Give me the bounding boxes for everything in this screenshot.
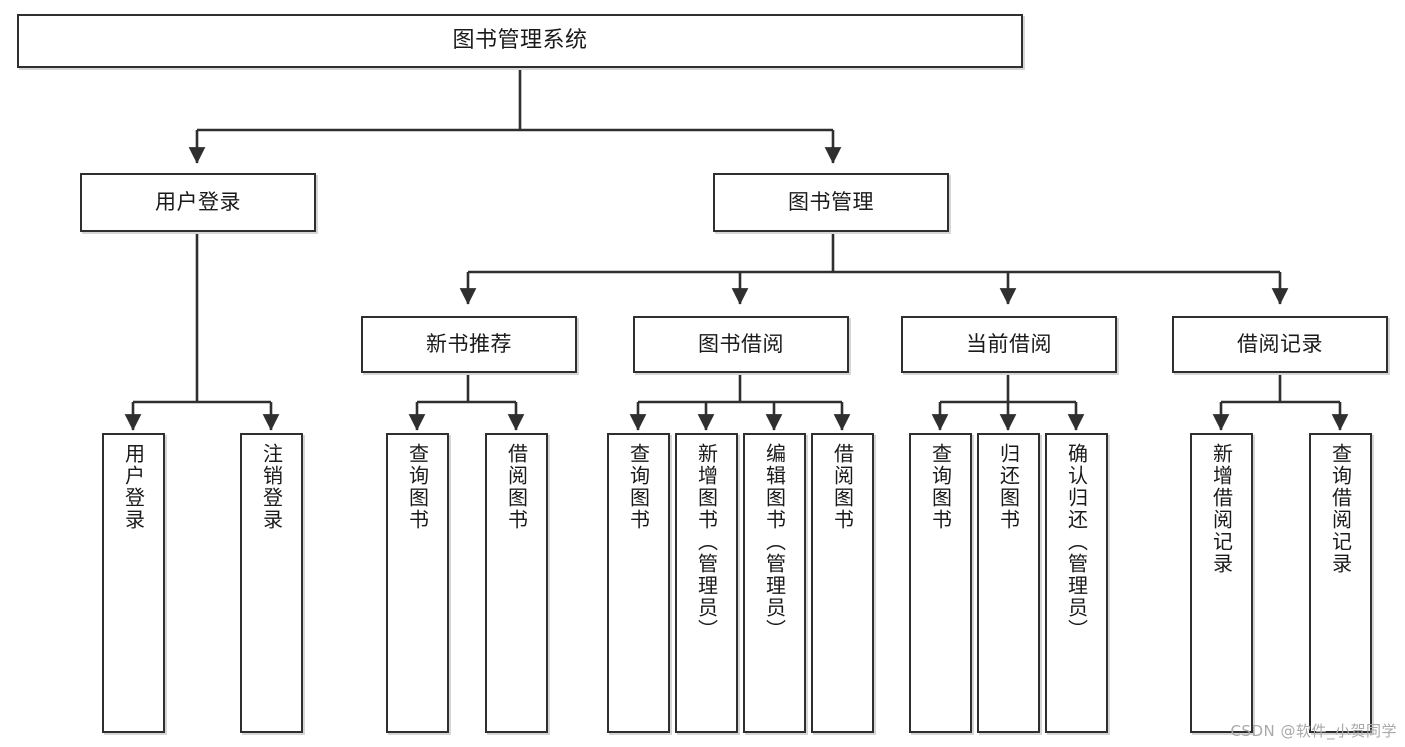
node-new-book-rec-label: 新书推荐 (426, 332, 512, 357)
node-leaf-borrow-book-2[interactable]: 借阅图书 (811, 433, 874, 733)
node-borrow-record[interactable]: 借阅记录 (1172, 316, 1388, 373)
node-leaf-return-book[interactable]: 归还图书 (977, 433, 1040, 733)
node-book-manage-label: 图书管理 (788, 190, 874, 215)
node-leaf-borrow-book-1-label: 借阅图书 (504, 443, 529, 531)
node-book-borrow-label: 图书借阅 (698, 332, 784, 357)
node-book-manage[interactable]: 图书管理 (713, 173, 949, 232)
node-leaf-query-book-2-label: 查询图书 (626, 443, 651, 531)
node-book-borrow[interactable]: 图书借阅 (633, 316, 849, 373)
node-leaf-add-record[interactable]: 新增借阅记录 (1190, 433, 1253, 733)
watermark-text: CSDN @软件_小贺同学 (1230, 722, 1397, 740)
node-leaf-logout-login[interactable]: 注销登录 (240, 433, 303, 733)
node-leaf-logout-login-label: 注销登录 (259, 443, 284, 531)
node-new-book-rec[interactable]: 新书推荐 (361, 316, 577, 373)
node-current-borrow[interactable]: 当前借阅 (901, 316, 1117, 373)
node-root[interactable]: 图书管理系统 (17, 14, 1023, 68)
node-leaf-return-book-label: 归还图书 (996, 443, 1021, 531)
node-leaf-add-book[interactable]: 新增图书（管理员） (675, 433, 738, 733)
node-borrow-record-label: 借阅记录 (1237, 332, 1323, 357)
node-leaf-edit-book-label: 编辑图书（管理员） (762, 443, 787, 641)
node-leaf-confirm-return-label: 确认归还（管理员） (1064, 443, 1089, 641)
node-leaf-confirm-return[interactable]: 确认归还（管理员） (1045, 433, 1108, 733)
node-leaf-borrow-book-1[interactable]: 借阅图书 (485, 433, 548, 733)
node-leaf-user-login[interactable]: 用户登录 (102, 433, 165, 733)
node-user-login-label: 用户登录 (155, 190, 241, 215)
node-leaf-user-login-label: 用户登录 (121, 443, 146, 531)
node-leaf-edit-book[interactable]: 编辑图书（管理员） (743, 433, 806, 733)
node-leaf-query-book-1-label: 查询图书 (405, 443, 430, 531)
node-leaf-query-record[interactable]: 查询借阅记录 (1309, 433, 1372, 733)
node-current-borrow-label: 当前借阅 (966, 332, 1052, 357)
node-leaf-query-book-3-label: 查询图书 (928, 443, 953, 531)
node-leaf-query-book-1[interactable]: 查询图书 (386, 433, 449, 733)
node-root-label: 图书管理系统 (452, 28, 588, 54)
node-user-login[interactable]: 用户登录 (80, 173, 316, 232)
node-leaf-query-record-label: 查询借阅记录 (1328, 443, 1353, 575)
node-leaf-query-book-2[interactable]: 查询图书 (607, 433, 670, 733)
node-leaf-borrow-book-2-label: 借阅图书 (830, 443, 855, 531)
node-leaf-add-book-label: 新增图书（管理员） (694, 443, 719, 641)
node-leaf-add-record-label: 新增借阅记录 (1209, 443, 1234, 575)
node-leaf-query-book-3[interactable]: 查询图书 (909, 433, 972, 733)
